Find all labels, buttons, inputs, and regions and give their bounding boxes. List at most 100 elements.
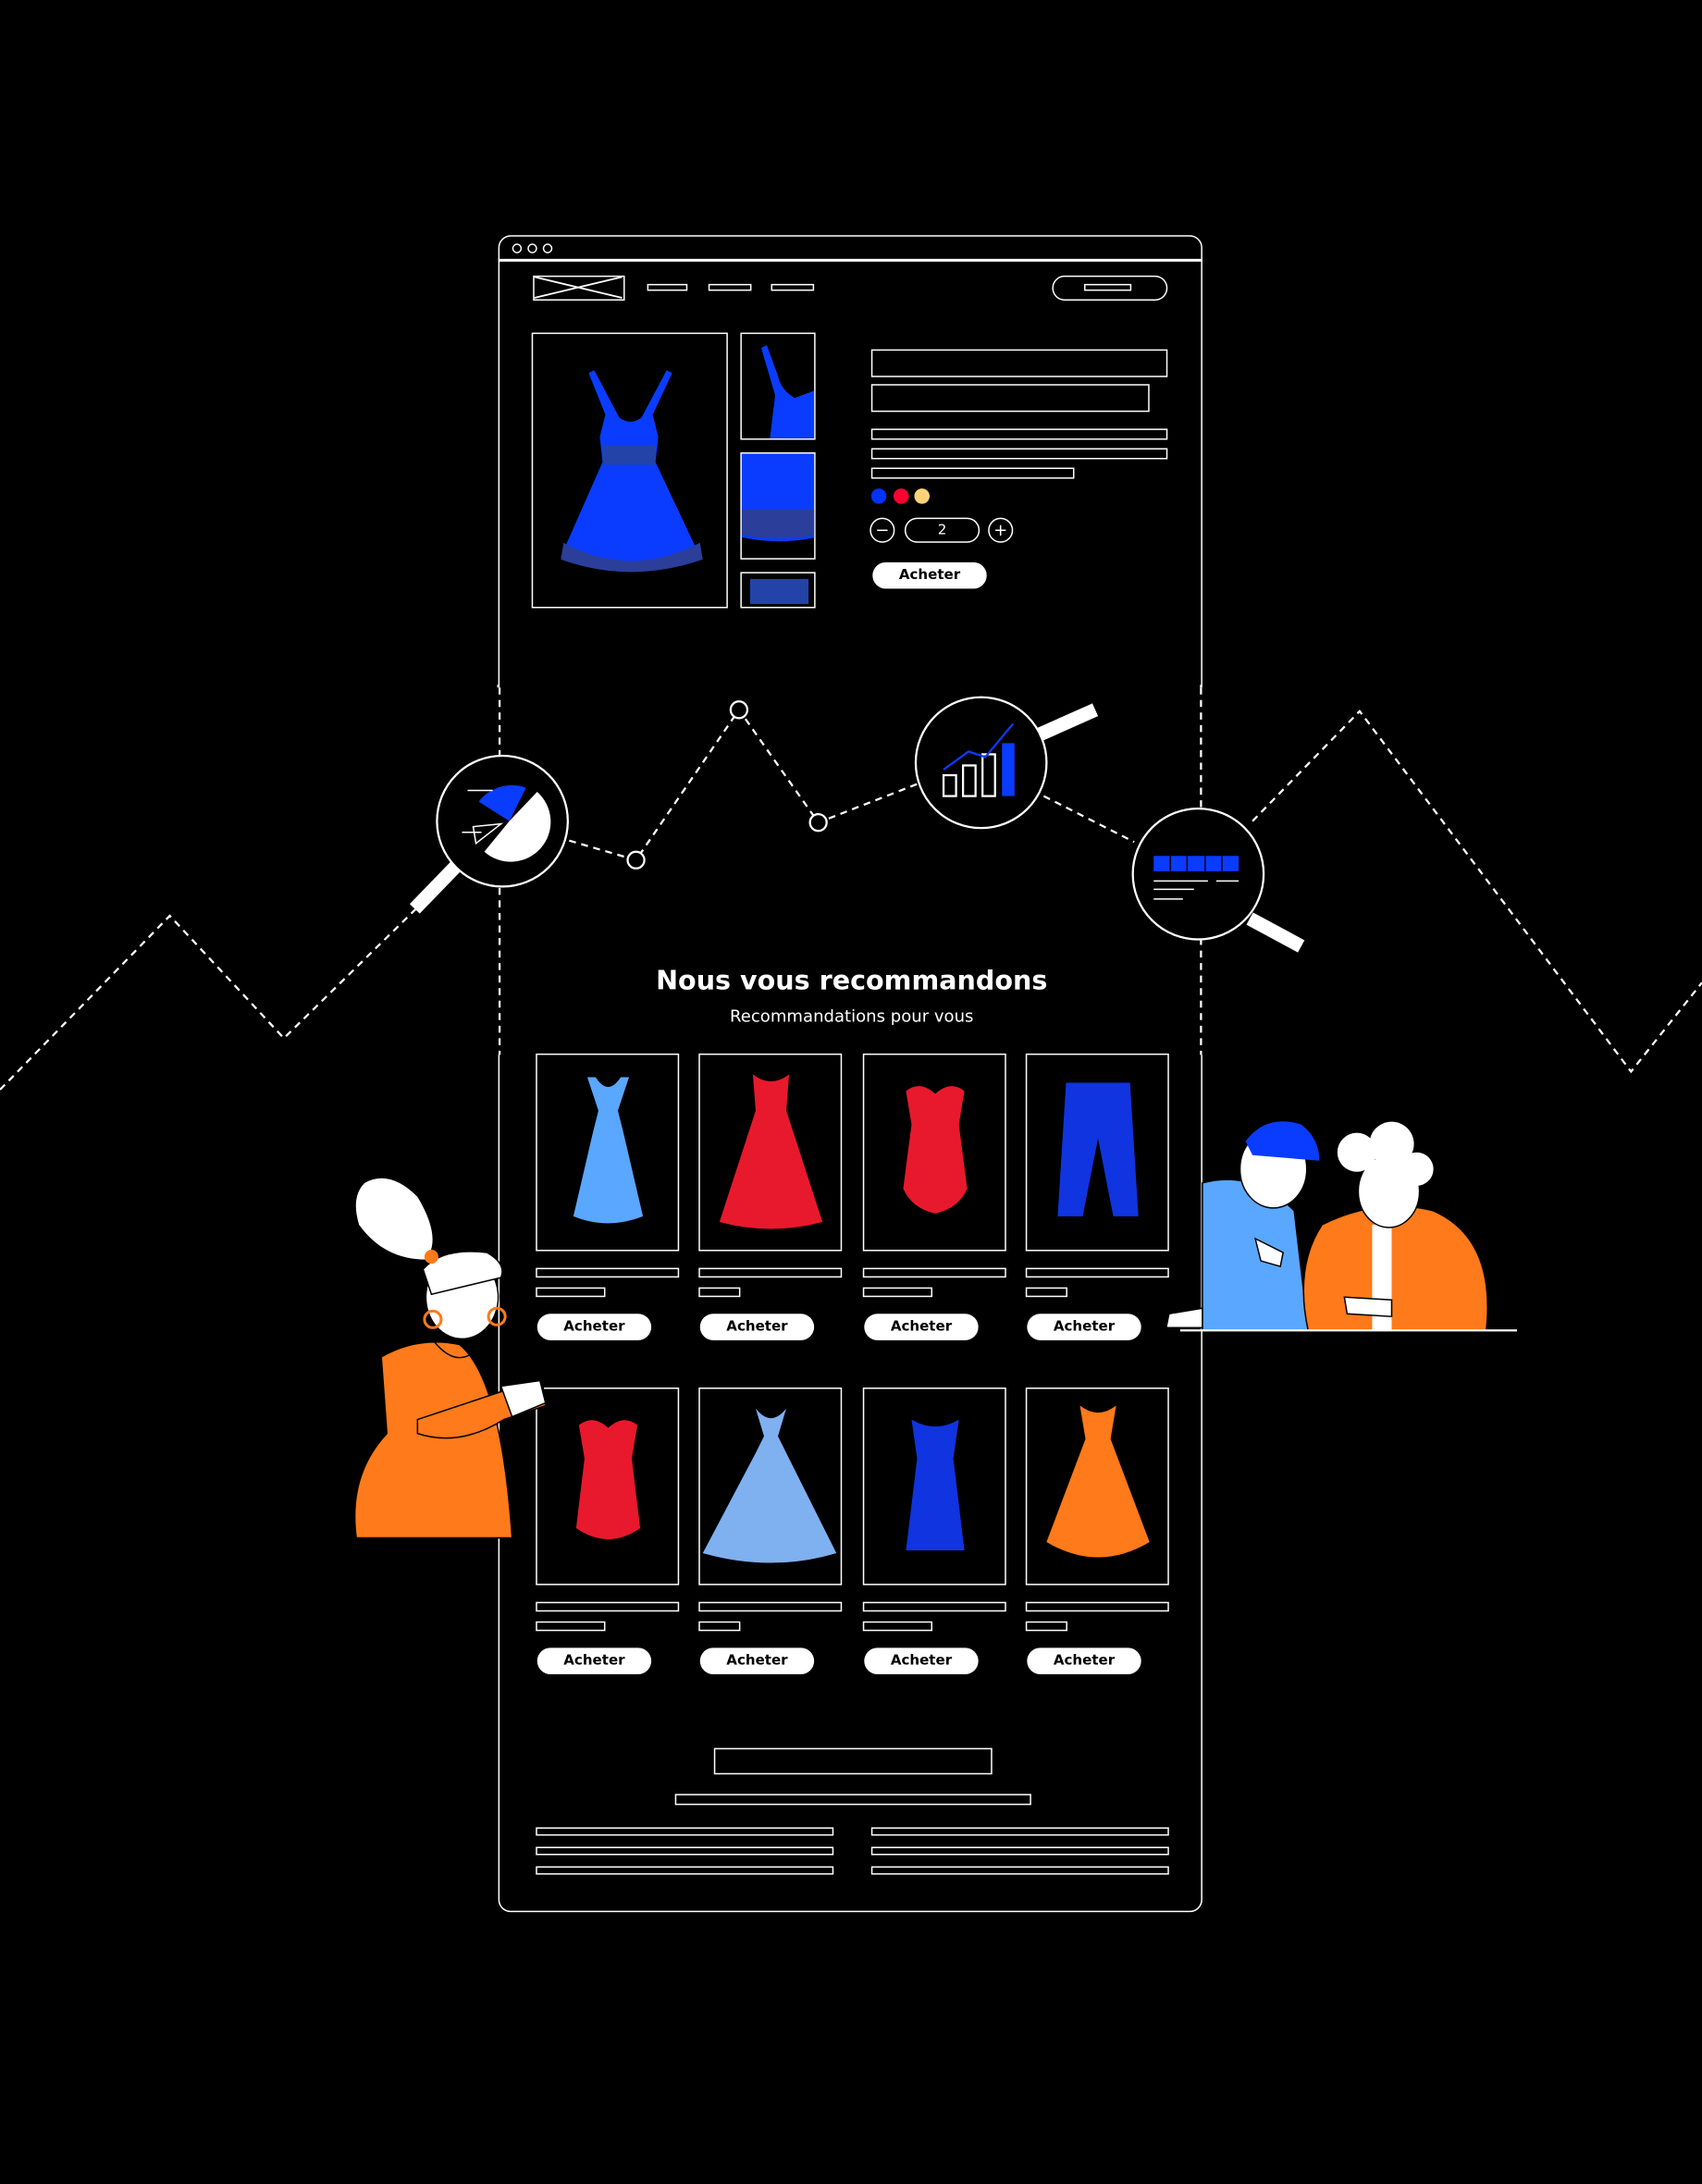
product-buy-button[interactable]: Acheter [1027, 1647, 1141, 1674]
product-title-placeholder [870, 349, 1168, 377]
title-bar-divider [498, 258, 1202, 262]
footer-link-right-1[interactable] [870, 1827, 1169, 1836]
dashed-trend-line-right [1252, 709, 1702, 1074]
product-card-image[interactable] [862, 1387, 1006, 1586]
dress-image [719, 1074, 823, 1229]
nav-link-2[interactable] [708, 283, 752, 291]
logo-x-icon [534, 276, 623, 299]
dress-image [903, 1086, 968, 1214]
description-line-1 [870, 428, 1168, 440]
product-thumbnail-1[interactable] [740, 332, 816, 440]
product-price-placeholder [698, 1621, 741, 1632]
trend-node [808, 813, 828, 833]
product-price-placeholder [536, 1621, 606, 1632]
product-card-image[interactable] [1025, 1387, 1169, 1586]
header-button[interactable] [1052, 275, 1168, 301]
woman-pointing-illustration [353, 1178, 547, 1539]
header-button-label-placeholder [1084, 283, 1132, 291]
dress-top-image [760, 345, 815, 438]
footer-link-left-3[interactable] [536, 1866, 834, 1875]
product-buy-button[interactable]: Acheter [699, 1314, 815, 1340]
product-thumbnail-2[interactable] [740, 451, 816, 560]
footer-title-placeholder [713, 1747, 993, 1775]
window-dot-maximize[interactable] [542, 243, 553, 253]
dress-image [906, 1419, 965, 1551]
product-card-image[interactable] [536, 1387, 680, 1586]
dress-image [575, 1420, 641, 1539]
footer-link-left-2[interactable] [536, 1846, 834, 1856]
dress-image [702, 1408, 837, 1563]
quantity-increment-button[interactable]: + [988, 517, 1014, 543]
color-swatch-yellow[interactable] [914, 488, 931, 504]
footer-subtitle-placeholder [674, 1794, 1031, 1806]
product-name-placeholder [862, 1267, 1006, 1278]
product-name-placeholder [698, 1267, 843, 1278]
logo-placeholder[interactable] [533, 275, 625, 301]
product-buy-button[interactable]: Acheter [864, 1647, 979, 1674]
description-line-2 [870, 448, 1168, 460]
bar-chart-magnifier-icon [914, 696, 1099, 830]
product-buy-button[interactable]: Acheter [536, 1314, 652, 1340]
color-swatch-blue[interactable] [870, 488, 887, 504]
product-name-placeholder [536, 1267, 680, 1278]
pie-chart-magnifier-icon [409, 754, 569, 914]
footer-link-right-2[interactable] [870, 1846, 1169, 1856]
dress-image [1046, 1405, 1150, 1558]
trend-node [626, 850, 646, 870]
product-card-image[interactable] [536, 1053, 680, 1252]
plus-icon: + [993, 520, 1008, 540]
product-buy-button[interactable]: Acheter [699, 1647, 815, 1674]
product-card-image[interactable] [698, 1387, 843, 1586]
trend-node [729, 700, 749, 720]
color-swatch-red[interactable] [893, 488, 909, 504]
window-dot-close[interactable] [512, 243, 523, 253]
dress-image [561, 370, 703, 573]
nav-link-3[interactable] [771, 283, 815, 291]
dress-waist-image [749, 578, 809, 604]
product-main-image[interactable] [531, 332, 728, 609]
product-card-image[interactable] [1025, 1053, 1169, 1252]
product-price-placeholder [1025, 1621, 1067, 1632]
description-line-3 [870, 467, 1075, 479]
footer-link-right-3[interactable] [870, 1866, 1169, 1875]
product-buy-button[interactable]: Acheter [536, 1647, 652, 1674]
product-name-placeholder [1025, 1267, 1169, 1278]
dashed-trend-line-left [0, 907, 419, 1091]
product-thumbnail-3[interactable] [740, 572, 816, 609]
footer-link-left-1[interactable] [536, 1827, 834, 1836]
quantity-input[interactable]: 2 [904, 517, 980, 543]
recommendations-title: Nous vous recommandons [656, 966, 1048, 997]
dress-skirt-image [741, 453, 815, 542]
product-price-placeholder [862, 1287, 933, 1298]
nav-link-1[interactable] [647, 283, 688, 291]
buy-button[interactable]: Acheter [872, 561, 987, 589]
product-subtitle-placeholder [870, 384, 1150, 413]
dress-image [573, 1077, 644, 1224]
dress-image [1057, 1082, 1139, 1216]
product-card-image[interactable] [698, 1053, 843, 1252]
product-name-placeholder [862, 1601, 1006, 1612]
browser-window [498, 235, 1202, 1913]
minus-icon: − [875, 520, 890, 540]
quantity-decrement-button[interactable]: − [870, 517, 895, 543]
product-price-placeholder [1025, 1287, 1067, 1298]
product-card-image[interactable] [862, 1053, 1006, 1252]
product-buy-button[interactable]: Acheter [1027, 1314, 1141, 1340]
product-name-placeholder [1025, 1601, 1169, 1612]
product-price-placeholder [862, 1621, 933, 1632]
couple-illustration [1165, 1121, 1517, 1332]
dashed-trend-line-mid2 [1042, 795, 1135, 844]
window-dot-minimize[interactable] [527, 243, 537, 253]
product-name-placeholder [698, 1601, 843, 1612]
product-buy-button[interactable]: Acheter [864, 1314, 979, 1340]
recommendations-subtitle: Recommandations pour vous [730, 1006, 974, 1026]
product-price-placeholder [698, 1287, 741, 1298]
table-magnifier-icon [1131, 807, 1305, 953]
product-name-placeholder [536, 1601, 680, 1612]
product-price-placeholder [536, 1287, 606, 1298]
